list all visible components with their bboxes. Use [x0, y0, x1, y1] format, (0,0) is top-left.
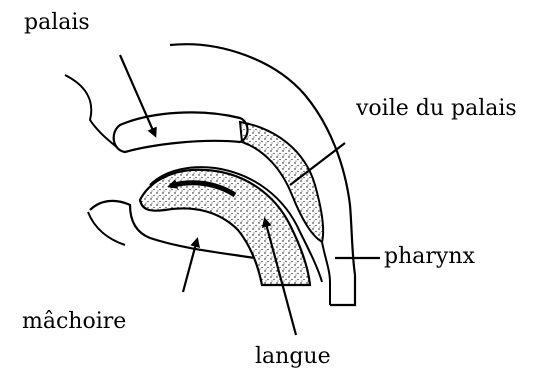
label-machoire: mâchoire	[22, 311, 126, 333]
pharynx-tube-outline	[322, 242, 330, 305]
label-palais: palais	[24, 12, 90, 34]
chin-outline	[88, 212, 125, 245]
nose-outline	[65, 75, 120, 150]
label-langue: langue	[255, 346, 331, 368]
hard-palate-shape	[114, 112, 248, 152]
label-pharynx: pharynx	[384, 246, 475, 268]
label-voile-du-palais: voile du palais	[356, 98, 517, 120]
